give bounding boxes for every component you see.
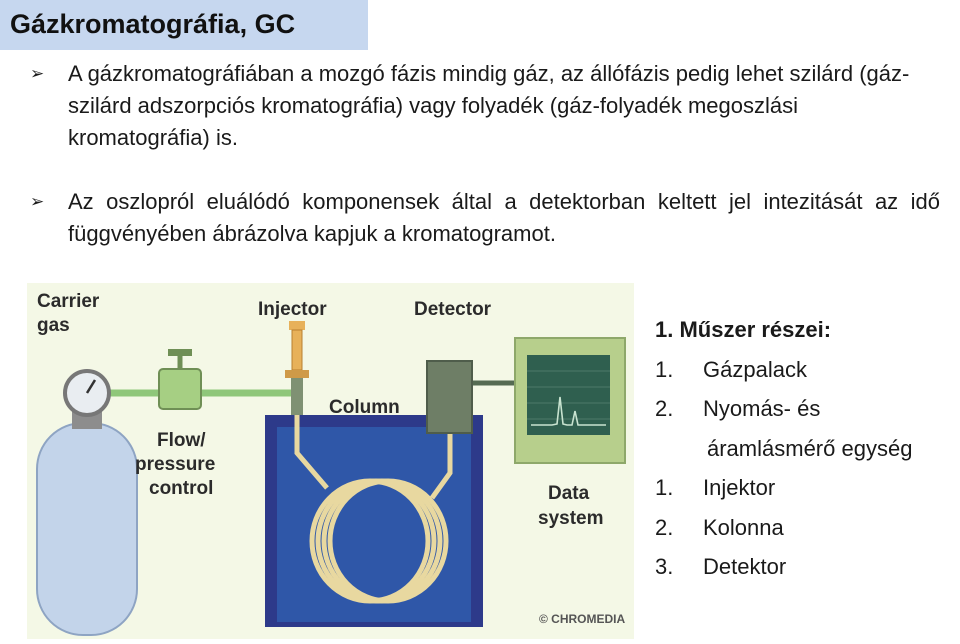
item-label: Gázpalack [703,356,807,382]
gas-cylinder-body [36,422,138,636]
gc-instrument-diagram: Carrier gas Injector Detector Column Flo… [27,283,634,639]
flow-control-valve [158,368,202,410]
monitor-screen [527,355,610,435]
bullet-mobile-phase: ➢ A gázkromatográfiában a mozgó fázis mi… [30,58,940,154]
slide-title: Gázkromatográfia, GC [0,0,368,50]
list-item: 2. Kolonna [655,508,955,548]
label-carrier-gas: gas [37,315,70,336]
label-flow-control: control [149,478,213,499]
injector-syringe [291,329,303,371]
parts-heading: 1. Műszer részei: [655,317,832,342]
list-item-continuation: áramlásmérő egység [707,435,913,461]
list-item: 1. Injektor [655,468,955,508]
instrument-parts-list: 1. Műszer részei: 1. Gázpalack 2. Nyomás- … [655,310,955,587]
coil-loop [327,478,449,604]
label-data-system: system [538,508,604,529]
copyright-notice: © CHROMEDIA [539,612,626,626]
detector-box [426,360,473,434]
item-label: Injektor [703,475,776,500]
item-number: 2. [655,396,674,421]
label-carrier-gas: Carrier [37,291,100,312]
arrow-bullet-icon: ➢ [30,64,45,83]
gc-diagram-svg: Carrier gas Injector Detector Column Flo… [27,283,634,639]
label-detector: Detector [414,299,492,320]
coil-inlet [294,415,329,490]
list-item: 2. Nyomás- és [655,389,955,429]
coil-outlet [429,433,453,500]
item-number: 1. [655,475,674,500]
bullet-chromatogram: ➢ Az oszlopról eluálódó komponensek álta… [30,186,940,250]
item-label: Nyomás- és [703,396,821,421]
item-label: Detektor [703,554,787,579]
label-flow-control: Flow/ [157,430,206,451]
injector-port [285,370,309,378]
label-injector: Injector [258,299,327,320]
chromatogram-trace [531,396,606,426]
list-item: 3. Detektor [655,547,955,587]
bullet-text: Az oszlopról eluálódó komponensek által … [68,189,940,246]
label-column: Column [329,397,400,418]
bullet-text: A gázkromatográfiában a mozgó fázis mind… [68,61,910,150]
item-label: Kolonna [703,514,784,540]
syringe-plunger-cap [289,321,305,330]
screen-grid [527,370,610,420]
injector-block [291,378,303,415]
item-number: 2. [655,514,674,540]
list-item: 1. Gázpalack [655,350,955,390]
label-data-system: Data [548,483,590,504]
arrow-bullet-icon: ➢ [30,192,45,211]
gauge-needle [85,379,97,394]
label-flow-control: pressure [135,454,215,475]
valve-handle [168,349,192,356]
item-number: 1. [655,356,674,382]
item-number: 3. [655,554,674,579]
column-coil [294,415,453,604]
